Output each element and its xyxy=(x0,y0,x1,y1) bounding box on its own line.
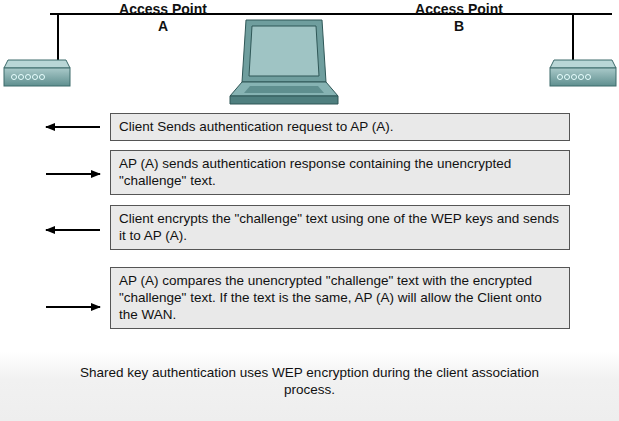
step-box: AP (A) sends authentication response con… xyxy=(110,150,570,195)
step-text: Client encrypts the "challenge" text usi… xyxy=(119,210,561,244)
step-text: AP (A) compares the unencrypted "challen… xyxy=(119,272,561,323)
access-point-icon xyxy=(4,60,70,86)
device-label: Access Point B xyxy=(412,1,506,35)
step-box: Client Sends authentication request to A… xyxy=(110,113,570,141)
caption: Shared key authentication uses WEP encry… xyxy=(60,364,559,398)
step-text: Client Sends authentication request to A… xyxy=(119,118,561,135)
step-box: Client encrypts the "challenge" text usi… xyxy=(110,205,570,250)
step-text: AP (A) sends authentication response con… xyxy=(119,155,561,189)
step-box: AP (A) compares the unencrypted "challen… xyxy=(110,267,570,329)
laptop-icon xyxy=(230,20,338,104)
device-label: Access Point A xyxy=(116,1,210,35)
direction-arrows xyxy=(46,127,100,307)
access-point-icon xyxy=(550,60,616,86)
